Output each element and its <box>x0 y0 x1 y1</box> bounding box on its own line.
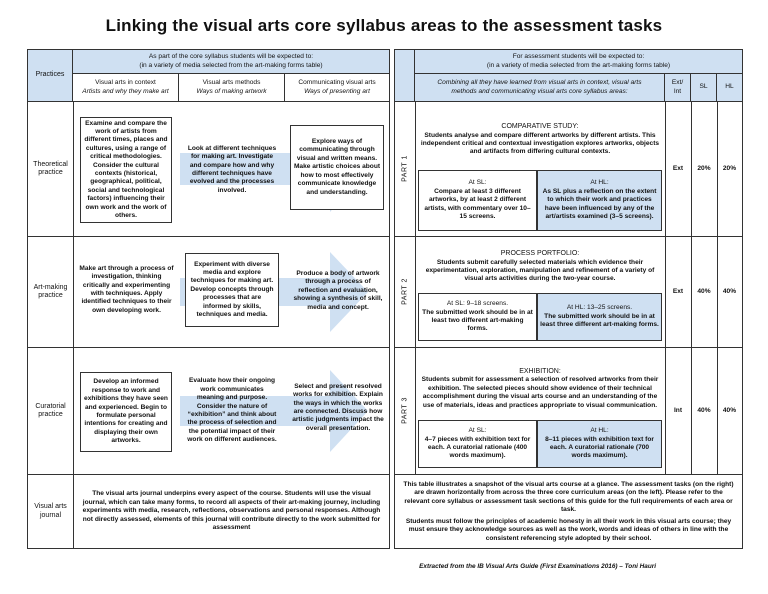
sl-requirement: At SL: 4–7 pieces with exhibition text f… <box>418 420 537 468</box>
hl-percent: 20% <box>722 164 737 172</box>
note-snapshot: This table illustrates a snapshot of the… <box>403 481 734 514</box>
sl-requirement: At SL: Compare at least 3 different artw… <box>418 170 537 231</box>
hl-percent: 40% <box>722 287 737 295</box>
row-divider <box>395 236 742 237</box>
sl-label: At SL: <box>468 427 487 435</box>
column-header-context: Visual arts in context Artists and why t… <box>73 74 179 102</box>
sl-text: Compare at least 3 different artworks, b… <box>424 187 531 221</box>
hl-requirement: At HL: 8–11 pieces with exhibition text … <box>537 420 662 468</box>
course-notes: This table illustrates a snapshot of the… <box>397 476 740 548</box>
row-divider <box>28 347 389 348</box>
sl-text: The submitted work should be in at least… <box>422 308 533 333</box>
sl-percent: 40% <box>697 287 711 295</box>
task-desc: Students submit for assessment a selecti… <box>421 376 659 409</box>
ext-int-value: Ext <box>672 164 684 172</box>
hl-label: At HL: <box>590 427 609 435</box>
sl-percent: 20% <box>697 164 711 172</box>
task-description: PROCESS PORTFOLIO: Students submit caref… <box>418 244 662 290</box>
methods-cell: Experiment with diverse media and explor… <box>185 253 279 327</box>
assessment-table <box>394 49 743 549</box>
column-divider <box>415 102 416 474</box>
hl-label: At HL: 13–25 screens. <box>566 304 633 312</box>
practice-label-curatorial: Curatorial practice <box>35 402 66 419</box>
page-title: Linking the visual arts core syllabus ar… <box>105 16 663 35</box>
syllabus-intro: As part of the core syllabus students wi… <box>73 50 389 74</box>
task-desc: Students submit carefully selected mater… <box>425 258 655 283</box>
hl-text: The submitted work should be in at least… <box>540 312 659 329</box>
context-cell: Make art through a process of investigat… <box>79 264 174 314</box>
ext-int-header: Ext/ Int <box>665 74 691 102</box>
part-label: PART 3 <box>401 397 409 424</box>
row-divider <box>28 474 389 475</box>
communicating-cell: Produce a body of artwork through a proc… <box>293 269 383 311</box>
column-title: Visual arts methods <box>202 79 261 87</box>
column-divider <box>73 102 74 474</box>
arrow-shape <box>180 126 368 212</box>
sl-text: 4–7 pieces with exhibition text for each… <box>424 435 531 460</box>
ext-int-value: Ext <box>672 287 684 295</box>
row-divider <box>395 347 742 348</box>
task-description: EXHIBITION: Students submit for assessme… <box>418 361 662 417</box>
sl-requirement: At SL: 9–18 screens. The submitted work … <box>418 293 537 341</box>
ext-int-value: Int <box>673 406 683 414</box>
hl-label: At HL: <box>590 179 609 187</box>
task-desc: Students analyse and compare different a… <box>420 131 660 156</box>
task-title: EXHIBITION: <box>519 367 561 375</box>
part-label: PART 1 <box>401 155 409 182</box>
source-footer: Extracted from the IB Visual Arts Guide … <box>419 563 656 570</box>
hl-text: 8–11 pieces with exhibition text for eac… <box>545 435 654 460</box>
column-divider <box>691 102 692 474</box>
hl-text: As SL plus a reflection on the extent to… <box>542 187 657 221</box>
sl-label: At SL: <box>468 179 487 187</box>
column-header-methods: Visual arts methods Ways of making artwo… <box>179 74 285 102</box>
practice-label-artmaking: Art-making practice <box>33 283 68 300</box>
syllabus-table <box>27 49 390 549</box>
part-header-blank <box>395 50 415 102</box>
column-subtitle: Ways of making artwork <box>196 87 267 95</box>
sl-header: SL <box>691 74 717 102</box>
methods-cell: Look at different techniques for making … <box>187 144 277 194</box>
hl-requirement: At HL: As SL plus a reflection on the ex… <box>537 170 662 231</box>
column-subtitle: Artists and why they make art <box>82 87 169 95</box>
column-divider <box>665 102 666 474</box>
row-divider <box>28 236 389 237</box>
note-honesty: Students must follow the principles of a… <box>405 517 732 542</box>
column-header-communicating: Communicating visual arts Ways of presen… <box>285 74 389 102</box>
combining-header: Combining all they have learned from vis… <box>415 74 665 102</box>
journal-label: Visual arts journal <box>34 503 67 519</box>
task-title: COMPARATIVE STUDY: <box>501 123 579 131</box>
task-title: PROCESS PORTFOLIO: <box>500 250 580 258</box>
sl-percent: 40% <box>697 406 711 414</box>
practices-header: Practices <box>28 50 73 102</box>
hl-requirement: At HL: 13–25 screens. The submitted work… <box>537 293 662 341</box>
row3-arrow <box>180 370 368 452</box>
context-cell: Examine and compare the work of artists … <box>80 117 172 223</box>
task-description: COMPARATIVE STUDY: Students analyse and … <box>418 112 662 168</box>
column-title: Visual arts in context <box>95 79 156 87</box>
communicating-cell: Select and present resolved works for ex… <box>292 382 384 432</box>
journal-text: The visual arts journal underpins every … <box>73 475 389 548</box>
methods-cell: Evaluate how their ongoing work communic… <box>187 377 277 444</box>
hl-header: HL <box>717 74 742 102</box>
column-divider <box>717 102 718 474</box>
sl-label: At SL: 9–18 screens. <box>446 300 509 308</box>
row1-arrow <box>180 126 368 212</box>
communicating-cell: Explore ways of communicating through vi… <box>290 125 384 210</box>
arrow-shape <box>180 370 368 452</box>
context-cell: Develop an informed response to work and… <box>80 372 172 452</box>
part-label: PART 2 <box>401 278 409 305</box>
hl-percent: 40% <box>722 406 737 414</box>
row-divider <box>395 474 742 475</box>
practice-label-theoretical: Theoretical practice <box>33 160 68 177</box>
column-title: Communicating visual arts <box>298 79 376 87</box>
column-subtitle: Ways of presenting art <box>304 87 370 95</box>
assessment-intro: For assessment students will be expected… <box>415 50 742 74</box>
